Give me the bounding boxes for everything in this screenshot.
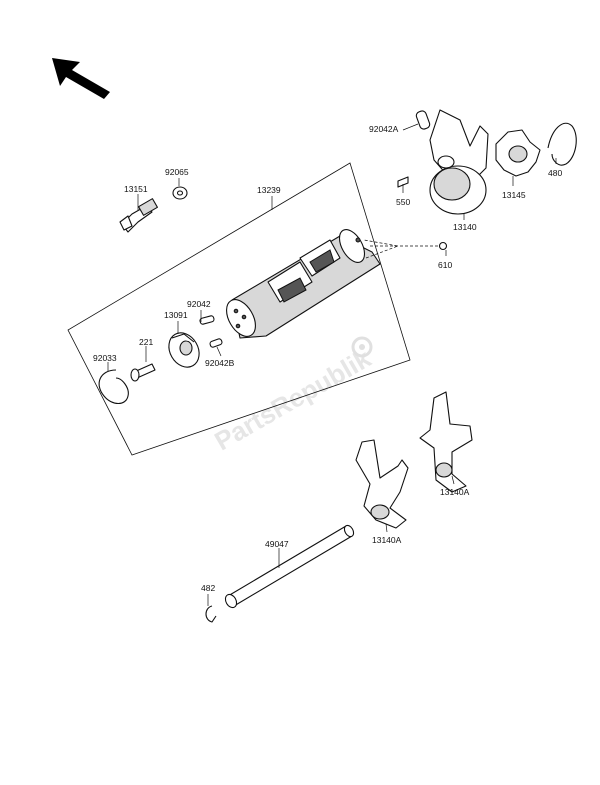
circlip-92033 [98,369,129,405]
assembly-frame [67,162,411,456]
neutral-switch [119,198,158,233]
callout-13140a-right: 13140A [440,487,470,497]
callout-550: 550 [396,197,410,207]
drum-cam-13140 [429,109,489,215]
ball-610 [438,241,448,251]
pin-92042a [415,110,431,130]
watermark-text: PartsRepublik [209,343,376,457]
callout-49047: 49047 [265,539,289,549]
callout-13145: 13145 [502,190,526,200]
callout-92065: 92065 [165,167,189,177]
callout-13140a-left: 13140A [372,535,402,545]
holder-13091 [168,332,200,368]
arrow-up-left-icon [52,58,110,99]
callout-480: 480 [548,168,562,178]
pin-92042 [199,315,215,325]
stopper-plate-13145 [495,129,541,177]
watermark: PartsRepublik [209,343,376,457]
shift-drum [226,229,381,339]
bolt-221 [130,363,156,382]
pin-550 [397,176,409,188]
callout-92042a: 92042A [369,124,399,134]
leader-lines [107,123,557,606]
callout-92042b: 92042B [205,358,235,368]
shift-fork-left [355,439,409,529]
callout-92042: 92042 [187,299,211,309]
callout-13140: 13140 [453,222,477,232]
pin-92042b [209,338,223,348]
callout-482: 482 [201,583,215,593]
circlip-480 [547,122,577,166]
callout-13239: 13239 [257,185,281,195]
callout-13091: 13091 [164,310,188,320]
eclip-482 [205,605,217,623]
callout-92033: 92033 [93,353,117,363]
watermark-gear-icon [351,336,373,358]
shift-fork-right [419,391,473,493]
washer-92065 [172,186,188,200]
callout-221: 221 [139,337,153,347]
callout-13151: 13151 [124,184,148,194]
guide-line-drum [363,239,400,259]
callout-610: 610 [438,260,452,270]
fork-shaft-49047 [224,524,355,609]
